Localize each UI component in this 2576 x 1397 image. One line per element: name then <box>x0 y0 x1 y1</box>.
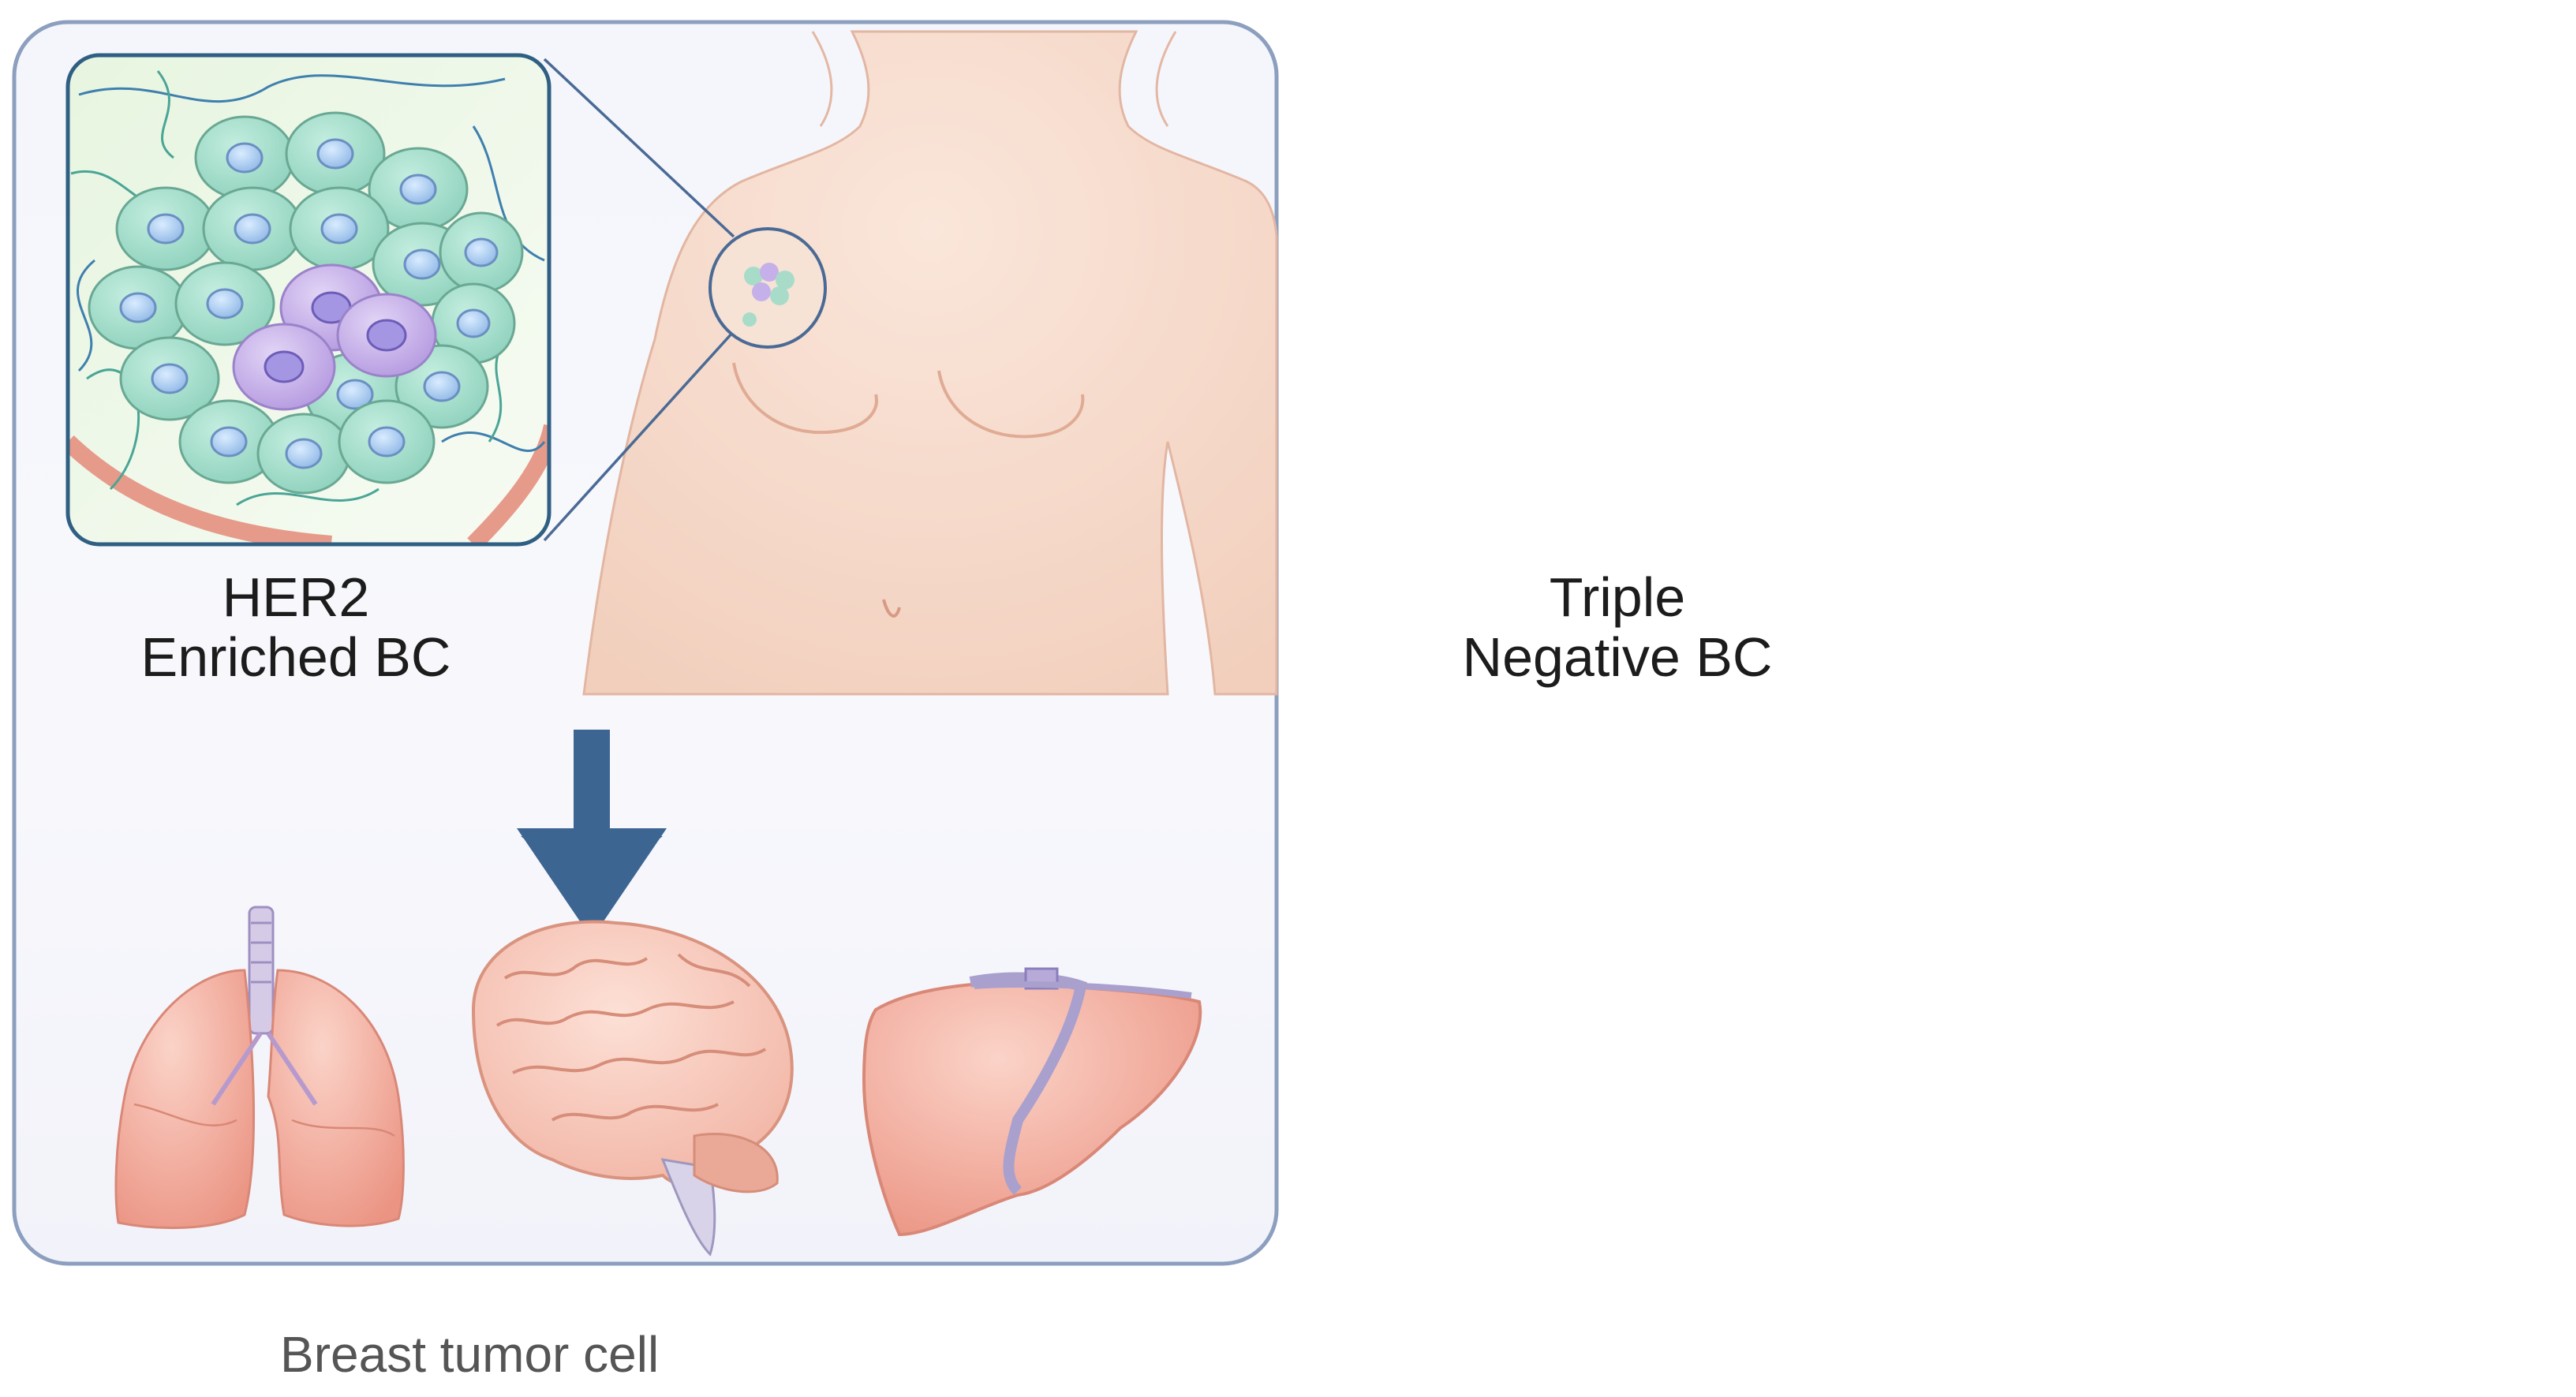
panel-label-tnbc: Triple Negative BC <box>1396 566 1838 688</box>
panel-label-her2: HER2 Enriched BC <box>87 566 505 688</box>
tumor-microenvironment-inset <box>65 53 551 547</box>
mini-tumor-cluster <box>742 263 794 327</box>
subtype-line1: Triple <box>1549 566 1686 628</box>
brain-icon <box>471 920 794 1257</box>
subtype-line1: HER2 <box>222 566 370 628</box>
lung-icon <box>114 906 405 1230</box>
tumor-cells <box>88 111 524 495</box>
legend-label: Breast tumor cell <box>280 1326 660 1383</box>
panel-her2 <box>12 20 1279 1266</box>
liver-icon <box>862 967 1202 1237</box>
zoom-connector <box>543 58 827 542</box>
her2-cells <box>232 263 437 411</box>
subtype-line2: Negative BC <box>1462 626 1773 688</box>
subtype-line2: Enriched BC <box>140 626 451 688</box>
metastasis-arrow <box>517 730 667 939</box>
female-torso <box>582 30 1278 696</box>
